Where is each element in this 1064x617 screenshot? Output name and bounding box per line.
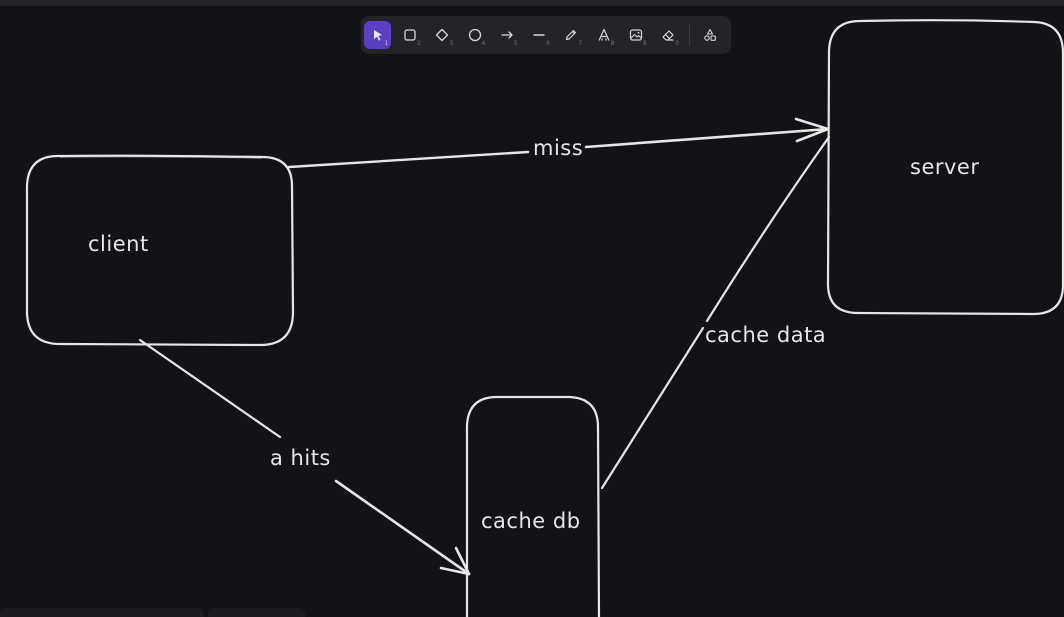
cache-db-box[interactable] <box>465 395 601 617</box>
rectangle-tool-button[interactable]: 2 <box>396 21 423 49</box>
bottom-left-panel[interactable] <box>0 608 204 617</box>
hits-edge-label: a hits <box>270 446 331 470</box>
more-tools-button[interactable] <box>696 21 723 49</box>
pointer-icon <box>373 30 382 41</box>
client-box[interactable] <box>25 154 295 347</box>
circle-icon <box>468 28 481 42</box>
arrow-icon <box>501 31 513 39</box>
toolbar: 1 2 3 4 5 6 7 8 <box>361 16 731 54</box>
pencil-icon <box>566 29 577 41</box>
miss-arrow[interactable] <box>287 150 530 169</box>
hits-arrow[interactable] <box>138 338 282 439</box>
selection-tool-button[interactable]: 1 <box>364 21 392 49</box>
text-tool-button[interactable]: 8 <box>590 21 617 49</box>
cache-db-label: cache db <box>481 509 581 533</box>
line-tool-button[interactable]: 6 <box>525 21 552 49</box>
diamond-icon <box>436 28 449 42</box>
top-bar <box>0 0 1064 6</box>
arrow-tool-button[interactable]: 5 <box>493 21 520 49</box>
eraser-tool-button[interactable]: 0 <box>655 21 682 49</box>
miss-edge-label: miss <box>533 136 584 160</box>
diamond-tool-button[interactable]: 3 <box>429 21 456 49</box>
draw-tool-button[interactable]: 7 <box>558 21 585 49</box>
image-tool-button[interactable]: 9 <box>622 21 649 49</box>
shapes-icon <box>703 28 716 41</box>
hits-arrowhead <box>439 546 471 576</box>
image-icon <box>629 29 643 41</box>
client-label: client <box>88 232 149 256</box>
miss-arrowhead <box>794 117 830 143</box>
server-label: server <box>910 155 980 179</box>
cache-data-edge-label: cache data <box>705 323 827 347</box>
toolbar-divider <box>688 24 690 46</box>
server-box[interactable] <box>826 19 1064 316</box>
text-icon <box>598 28 610 41</box>
line-icon <box>533 34 545 36</box>
ellipse-tool-button[interactable]: 4 <box>461 21 488 49</box>
square-icon <box>404 29 416 41</box>
bottom-zoom-panel[interactable] <box>208 608 305 617</box>
cache-data-line[interactable] <box>600 326 705 490</box>
eraser-icon <box>662 30 674 41</box>
